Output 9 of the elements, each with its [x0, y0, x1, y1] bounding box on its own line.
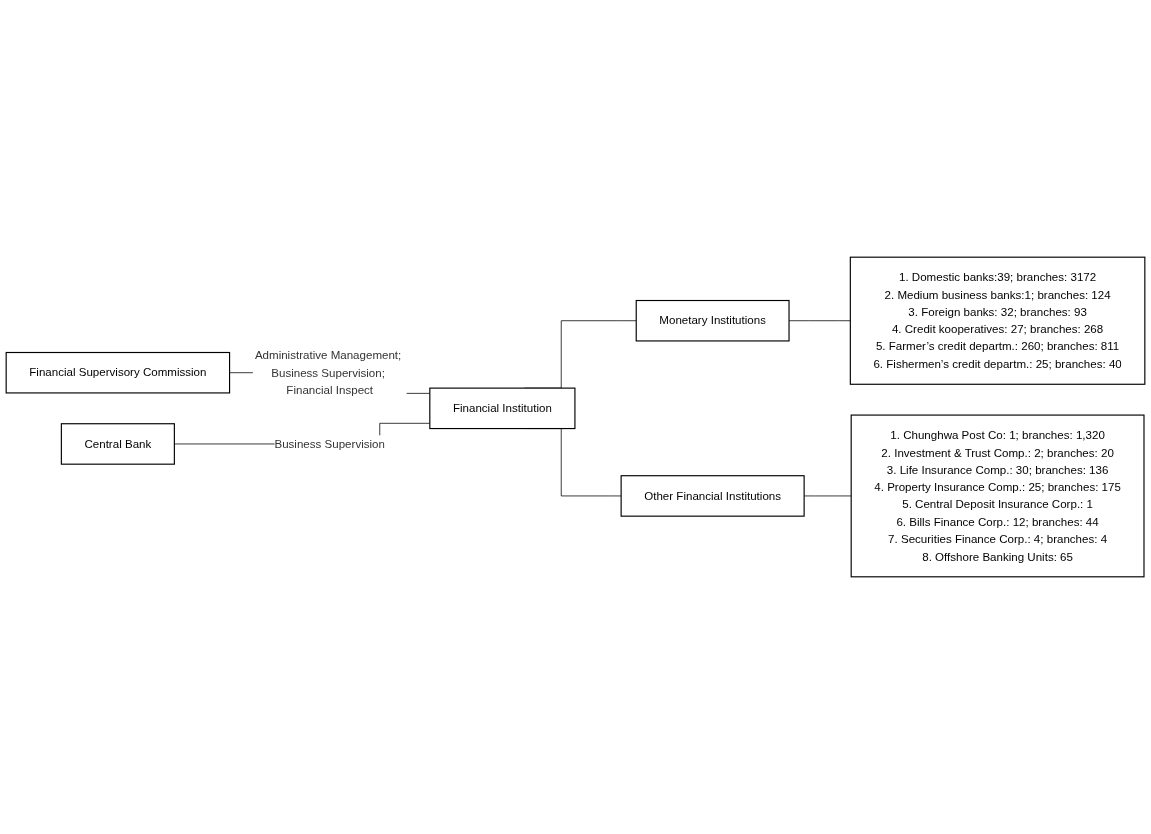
edge-label: Business Supervision	[274, 436, 385, 450]
node-box: Central Bank	[60, 423, 175, 465]
node-box: Financial Supervisory Commission	[5, 351, 231, 394]
node-box: Monetary Institutions	[635, 299, 790, 342]
node-box: Other Financial Institutions	[620, 475, 805, 517]
node-box: Financial Institution	[429, 387, 576, 430]
node-box: 1. Domestic banks:39; branches: 3172 2. Medium business banks:1; branches: 124 3. Foreign banks: 32; branches: 93 4. Credit kooperatives: 27; branches: 268 5. Farmer’s credit departm.: 260; branches: 811 6. Fishermen’s credit departm.: 25; branches: 40	[849, 256, 1146, 385]
node-box: 1. Chunghwa Post Co: 1; branches: 1,320 2. Investment & Trust Comp.: 2; branches: 20 3. Life Insurance Comp.: 30; branches: 136 4. Property Insurance Comp.: 25; branches: 175 5. Central Deposit Insurance Corp.: 1 6. Bills Finance Corp.: 12; branches: 44 7. Securities Finance Corp.: 4; branches: 4 8. Offshore Banking Units: 65	[850, 414, 1145, 578]
edge-label: Administrative Management; Business Supervision; Financial Inspect	[254, 348, 402, 397]
